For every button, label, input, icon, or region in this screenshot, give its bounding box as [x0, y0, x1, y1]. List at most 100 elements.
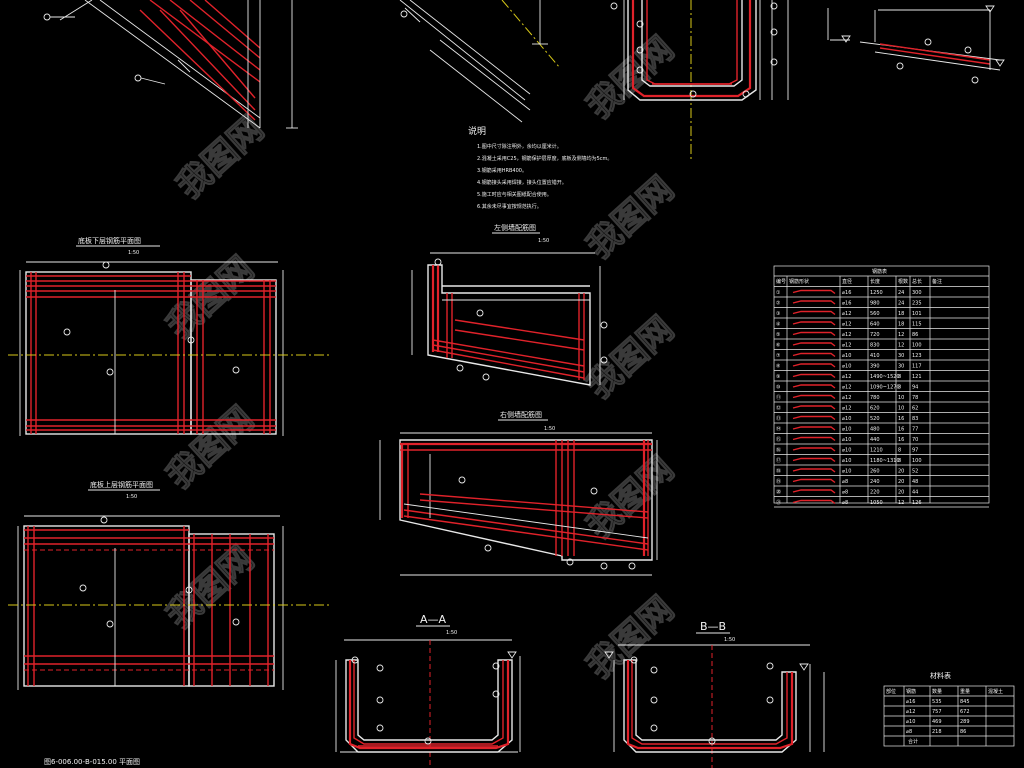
- table-cell: ②: [776, 301, 781, 307]
- table-cell: 757: [932, 709, 942, 715]
- top-left-diagonal-detail: [43, 0, 298, 129]
- rebar-shape-sketch: [792, 352, 836, 358]
- view-scale: 1:50: [724, 637, 735, 643]
- section-title: A—A: [420, 613, 447, 626]
- rebar-shape-sketch: [792, 499, 836, 505]
- table-cell: 94: [912, 385, 918, 391]
- table-cell: 1250: [870, 290, 883, 296]
- table-cell: ⌀8: [842, 490, 848, 496]
- view-title: 右侧墙配筋图: [500, 410, 542, 419]
- table-cell: ⌀10: [842, 427, 851, 433]
- table-header-cell: 数量: [932, 688, 942, 695]
- table-cell: 70: [912, 437, 918, 443]
- section-a-a: A—A 1:50: [335, 613, 521, 768]
- table-cell: 48: [912, 479, 918, 485]
- notes-heading: 说明: [468, 125, 486, 137]
- rebar-shape-sketch: [792, 373, 836, 379]
- table-total-label: 合计: [908, 738, 918, 745]
- table-cell: ⑱: [776, 468, 781, 475]
- table-cell: 240: [870, 479, 880, 485]
- table-cell: ⑩: [776, 385, 781, 391]
- table-header-cell: 长度: [870, 278, 880, 285]
- table-cell: ⌀12: [842, 374, 851, 380]
- table-cell: 100: [912, 343, 922, 349]
- table-cell: 123: [912, 353, 922, 359]
- table-cell: 1050: [870, 500, 883, 506]
- table-cell: 8: [898, 374, 901, 380]
- table-header-cell: 部位: [886, 688, 896, 695]
- side-wall-left-elevation: 左侧墙配筋图 1:50: [411, 223, 608, 386]
- rebar-shape-sketch: [792, 478, 836, 484]
- table-cell: ⑬: [776, 415, 781, 422]
- rebar-shape-sketch: [792, 436, 836, 442]
- table-cell: 218: [932, 729, 942, 735]
- table-cell: 300: [912, 290, 922, 296]
- design-notes: 说明 1.图中尺寸除注明外，余均以厘米计。 2.混凝土采用C25，钢筋保护层厚度…: [468, 125, 612, 210]
- side-wall-right-elevation: 右侧墙配筋图 1:50: [379, 410, 658, 576]
- table-cell: ⌀8: [842, 500, 848, 506]
- watermark: 我图网: [159, 399, 262, 497]
- table-cell: ⑧: [776, 364, 781, 370]
- view-scale: 1:50: [126, 494, 137, 500]
- table-title: 材料表: [930, 671, 951, 680]
- table-cell: 126: [912, 500, 922, 506]
- table-cell: 86: [912, 332, 918, 338]
- table-cell: 20: [898, 490, 904, 496]
- table-cell: ⑨: [776, 374, 780, 380]
- table-cell: ⌀10: [842, 448, 851, 454]
- table-header-cell: 备注: [932, 278, 942, 285]
- table-cell: 30: [898, 364, 904, 370]
- table-cell: 640: [870, 322, 880, 328]
- table-cell: 1490~1520: [870, 374, 900, 380]
- note-item: 6.其余未尽事宜按规范执行。: [477, 203, 542, 210]
- table-cell: 8: [898, 448, 901, 454]
- table-cell: 20: [898, 469, 904, 475]
- view-scale: 1:50: [446, 630, 457, 636]
- table-cell: 12: [898, 343, 904, 349]
- view-scale: 1:50: [538, 238, 549, 244]
- table-cell: ㉑: [776, 499, 781, 506]
- table-cell: ⌀12: [842, 311, 851, 317]
- view-scale: 1:50: [544, 426, 555, 432]
- table-cell: 18: [898, 322, 904, 328]
- rebar-shape-sketch: [792, 447, 836, 452]
- table-cell: 1210: [870, 448, 883, 454]
- table-cell: 121: [912, 374, 922, 380]
- table-cell: 980: [870, 301, 880, 307]
- table-cell: 12: [898, 332, 904, 338]
- table-cell: ⑫: [776, 405, 781, 412]
- top-right-slope-detail: [827, 5, 1005, 84]
- view-title: 底板下层钢筋平面图: [78, 236, 141, 245]
- table-cell: ⑰: [776, 457, 781, 464]
- table-cell: 117: [912, 364, 922, 370]
- table-cell: ⌀8: [842, 479, 848, 485]
- table-cell: ⌀12: [842, 332, 851, 338]
- table-cell: 83: [912, 416, 918, 422]
- rebar-shape-sketch: [792, 310, 836, 316]
- table-cell: 560: [870, 311, 880, 317]
- table-cell: ⑲: [776, 478, 781, 485]
- table-cell: ⌀10: [842, 416, 851, 422]
- rebar-shape-sketch: [792, 289, 836, 295]
- note-item: 2.混凝土采用C25，钢筋保护层厚度，底板及侧墙均为5cm。: [477, 155, 612, 162]
- watermark: 我图网: [579, 29, 682, 127]
- table-cell: ⑥: [776, 343, 781, 349]
- rebar-shape-sketch: [792, 363, 836, 368]
- table-cell: 18: [898, 311, 904, 317]
- table-cell: 520: [870, 416, 880, 422]
- watermarks: 我图网 我图网 我图网 我图网 我图网 我图网 我图网 我图网 我图网: [159, 28, 683, 687]
- table-cell: ⑯: [776, 447, 781, 454]
- table-cell: ⌀12: [842, 322, 851, 328]
- table-cell: 115: [912, 322, 922, 328]
